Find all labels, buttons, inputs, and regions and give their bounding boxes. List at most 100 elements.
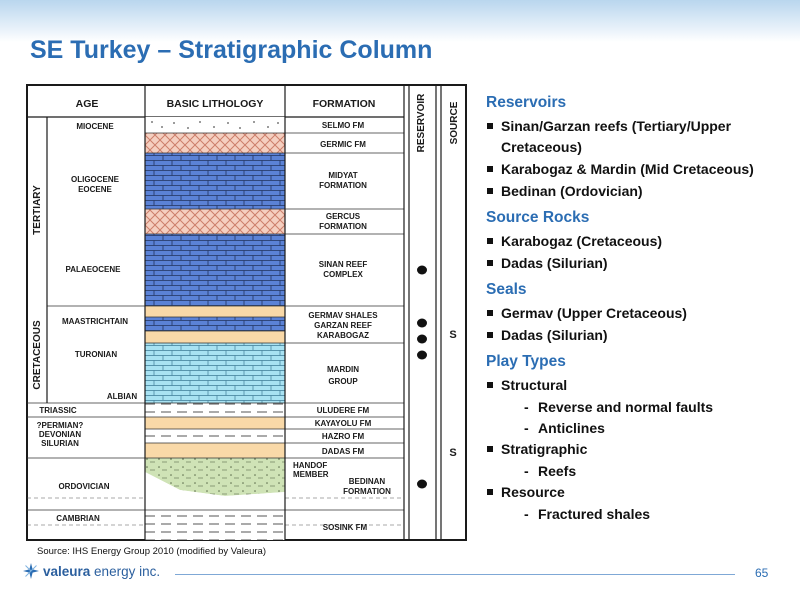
formation-garzan: GARZAN REEF: [314, 321, 372, 330]
age-labels: MIOCENE OLIGOCENE EOCENE PALAEOCENE MAAS…: [37, 122, 138, 523]
header-formation: FORMATION: [313, 98, 376, 110]
age-permian: ?PERMIAN?: [37, 421, 84, 430]
band-dadas: [145, 443, 285, 458]
age-devonian: DEVONIAN: [39, 430, 81, 439]
band-germav: [145, 306, 285, 317]
formation-sinan: SINAN REEF: [319, 260, 368, 269]
age-eocene: EOCENE: [78, 185, 112, 194]
heading-reservoirs: Reservoirs: [486, 94, 567, 111]
band-mardin: [145, 343, 285, 403]
band-garzan: [145, 317, 285, 331]
reservoir-dot: [417, 318, 427, 328]
bullet-item: Karabogaz & Mardin (Mid Cretaceous): [486, 159, 792, 180]
formation-karabogaz: KARABOGAZ: [317, 331, 369, 340]
footer-divider: [175, 574, 735, 575]
bullet-panel: Reservoirs Sinan/Garzan reefs (Tertiary/…: [486, 90, 792, 525]
band-gercus: [145, 209, 285, 234]
formation-germav: GERMAV SHALES: [308, 311, 378, 320]
bullet-square-icon: [487, 310, 493, 316]
age-ordovician: ORDOVICIAN: [58, 482, 109, 491]
formation-germic: GERMIC FM: [320, 140, 366, 149]
source-note: Source: IHS Energy Group 2010 (modified …: [37, 546, 266, 557]
bullet-square-icon: [487, 260, 493, 266]
formation-sinan-2: COMPLEX: [323, 270, 363, 279]
slide-title: SE Turkey – Stratigraphic Column: [30, 36, 433, 64]
age-maastrichtain: MAASTRICHTAIN: [62, 317, 128, 326]
reservoir-dot: [417, 350, 427, 360]
bullet-item: Germav (Upper Cretaceous): [486, 303, 792, 324]
source-mark: S: [449, 447, 456, 459]
bullet-square-icon: [487, 123, 493, 129]
page-number: 65: [755, 566, 769, 580]
formation-bedinan: BEDINAN: [349, 477, 386, 486]
reservoir-dot: [417, 334, 427, 344]
header-age: AGE: [76, 98, 99, 110]
band-kayayolu: [145, 417, 285, 429]
band-ordovician: [145, 458, 285, 496]
reservoir-markers: [417, 265, 427, 489]
band-sinan: [145, 234, 285, 306]
bullet-square-icon: [487, 382, 493, 388]
header-lithology: BASIC LITHOLOGY: [167, 98, 264, 110]
age-triassic: TRIASSIC: [39, 406, 77, 415]
formation-selmo: SELMO FM: [322, 121, 365, 130]
age-palaeocene: PALAEOCENE: [66, 265, 122, 274]
heading-seals: Seals: [486, 281, 527, 298]
sub-bullet-item: -Reefs: [524, 463, 577, 479]
sub-bullet-item: -Reverse and normal faults: [524, 399, 714, 415]
band-selmo: [145, 117, 285, 133]
formation-gercus-2: FORMATION: [319, 222, 367, 231]
age-turonian: TURONIAN: [75, 350, 117, 359]
band-germic: [145, 133, 285, 153]
age-silurian: SILURIAN: [41, 439, 79, 448]
source-mark: S: [449, 329, 456, 341]
age-cambrian: CAMBRIAN: [56, 514, 100, 523]
formation-midyat-2: FORMATION: [319, 181, 367, 190]
bullet-square-icon: [487, 238, 493, 244]
sub-bullet-item: -Fractured shales: [524, 506, 651, 522]
bullet-square-icon: [487, 446, 493, 452]
lithology-bands: [145, 117, 285, 540]
formation-handof-2: MEMBER: [293, 470, 329, 479]
era-tertiary: TERTIARY: [32, 185, 43, 235]
formation-mardin: MARDIN: [327, 365, 359, 374]
band-uludere: [145, 403, 285, 417]
bullet-square-icon: [487, 166, 493, 172]
band-karabogaz: [145, 331, 285, 343]
bullet-square-icon: [487, 188, 493, 194]
valeura-star-icon: [23, 563, 39, 579]
bullet-item: Karabogaz (Cretaceous): [486, 231, 792, 252]
band-hazro: [145, 429, 285, 443]
logo-text: valeura energy inc.: [43, 563, 161, 579]
formation-mardin-2: GROUP: [328, 377, 358, 386]
band-cambrian: [145, 510, 285, 540]
company-logo: valeura energy inc.: [22, 562, 160, 580]
band-bedinan: [145, 472, 285, 510]
header-reservoir: RESERVOIR: [416, 93, 427, 152]
formation-gercus: GERCUS: [326, 212, 361, 221]
bullet-item: Stratigraphic: [486, 439, 792, 460]
bullet-item: Dadas (Silurian): [486, 253, 792, 274]
formation-handof: HANDOF: [293, 461, 327, 470]
formation-midyat: MIDYAT: [328, 171, 357, 180]
formation-dadas: DADAS FM: [322, 447, 365, 456]
header-source: SOURCE: [449, 101, 460, 144]
sub-bullet-item: -Anticlines: [524, 420, 605, 436]
bullet-item: Resource: [486, 482, 792, 503]
formation-kayayolu: KAYAYOLU FM: [315, 419, 372, 428]
band-midyat: [145, 153, 285, 209]
bullet-square-icon: [487, 489, 493, 495]
reservoir-dot: [417, 479, 427, 489]
formation-labels: SELMO FM GERMIC FM MIDYAT FORMATION GERC…: [293, 121, 391, 532]
bullet-square-icon: [487, 332, 493, 338]
age-oligocene: OLIGOCENE: [71, 175, 120, 184]
formation-hazro: HAZRO FM: [322, 432, 365, 441]
age-albian: ALBIAN: [107, 392, 137, 401]
band-selmo-dots: [151, 121, 279, 129]
age-miocene: MIOCENE: [76, 122, 114, 131]
formation-bedinan-2: FORMATION: [343, 487, 391, 496]
heading-source-rocks: Source Rocks: [486, 209, 590, 226]
header-band: [0, 0, 800, 42]
